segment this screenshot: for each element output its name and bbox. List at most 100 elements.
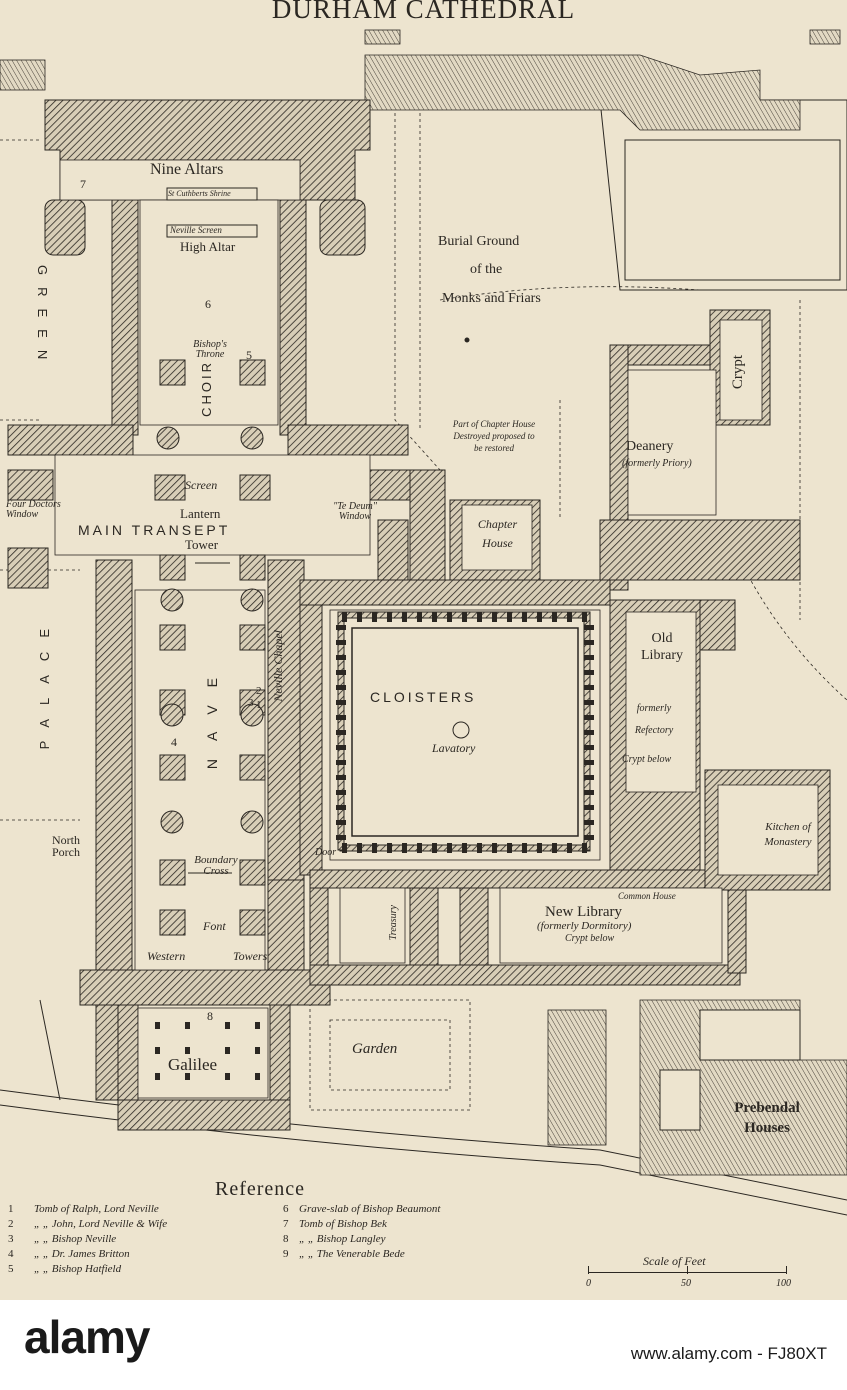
cloister-pier xyxy=(477,843,482,853)
label-nine-altars: Nine Altars xyxy=(150,161,224,178)
label-tower: Tower xyxy=(185,537,219,552)
cloister-pier xyxy=(522,843,527,853)
label-ref-4: 4 xyxy=(171,735,177,749)
cloister-pier xyxy=(336,775,346,780)
cloister-pier xyxy=(552,612,557,622)
cloister-pier xyxy=(584,790,594,795)
cloister-pier xyxy=(584,625,594,630)
cloister-pier xyxy=(357,843,362,853)
cloister-pier xyxy=(522,612,527,622)
scale-label: 0 xyxy=(586,1278,591,1289)
cloister-pier xyxy=(336,760,346,765)
cloister-pier xyxy=(372,843,377,853)
label-crypt: Crypt xyxy=(730,355,746,390)
scale-of-feet: Scale of Feet 0 50 100 xyxy=(583,1254,793,1294)
label-door: Door xyxy=(315,847,337,858)
cloister-pier xyxy=(387,843,392,853)
label-ref-3: 3 xyxy=(248,697,254,709)
cloister-pier xyxy=(582,612,587,622)
label-new-library: New Library xyxy=(545,904,623,920)
cloister-pier xyxy=(387,612,392,622)
cloister-pier xyxy=(357,612,362,622)
cloister-pier xyxy=(507,843,512,853)
label-western: Western xyxy=(147,949,186,963)
label-ref-8: 8 xyxy=(207,1009,213,1023)
cloister-pier xyxy=(372,612,377,622)
cloister-pier xyxy=(336,700,346,705)
scale-label: 50 xyxy=(681,1278,691,1289)
label-burial-ground-3: Monks and Friars xyxy=(442,291,541,306)
label-old-library-crypt: Crypt below xyxy=(622,754,672,765)
map-sheet: DURHAM CATHEDRAL Nine Altars 7 St Cuthbe… xyxy=(0,0,847,1300)
watermark-url: www.alamy.com - FJ80XT xyxy=(630,1344,827,1363)
watermark-logo: alamy xyxy=(24,1311,150,1363)
cloister-piers xyxy=(336,611,594,853)
cloister-pier xyxy=(584,655,594,660)
reference-item: 8„ „ Bishop Langley xyxy=(283,1233,386,1245)
cloister-pier xyxy=(584,835,594,840)
cloister-pier xyxy=(462,843,467,853)
label-prebendal-houses: Prebendal Houses xyxy=(734,1100,800,1136)
cloister-pier xyxy=(336,670,346,675)
label-treasury: Treasury xyxy=(388,905,399,941)
cathedral-plan xyxy=(0,29,847,1216)
label-nave: NAVE xyxy=(204,660,220,770)
cloister-pier xyxy=(584,640,594,645)
map-title: DURHAM CATHEDRAL xyxy=(271,0,576,24)
cloister-pier xyxy=(336,715,346,720)
label-kitchen: Kitchen of Monastery xyxy=(764,821,812,848)
label-deanery: Deanery xyxy=(626,439,674,454)
cloister-pier xyxy=(336,625,346,630)
cloister-pier xyxy=(336,805,346,810)
cloister-pier xyxy=(336,790,346,795)
label-green: GREEN xyxy=(35,265,50,372)
scale-label: 100 xyxy=(776,1278,791,1289)
cloister-pier xyxy=(584,730,594,735)
cloister-pier xyxy=(492,843,497,853)
label-galilee: Galilee xyxy=(168,1055,218,1074)
watermark-bar: alamy www.alamy.com - FJ80XT xyxy=(0,1300,847,1390)
cloister-pier xyxy=(552,843,557,853)
cloister-pier xyxy=(584,685,594,690)
label-burial-ground-1: Burial Ground xyxy=(438,234,520,249)
label-palace: PALACE xyxy=(37,615,52,750)
label-ref-6: 6 xyxy=(205,297,211,311)
reference-item: 3„ „ Bishop Neville xyxy=(8,1233,117,1245)
cloister-pier xyxy=(584,805,594,810)
label-cloisters: CLOISTERS xyxy=(370,689,477,705)
cloister-pier xyxy=(417,843,422,853)
cloister-pier xyxy=(336,640,346,645)
cloister-pier xyxy=(447,843,452,853)
cloister-pier xyxy=(417,612,422,622)
label-garden: Garden xyxy=(352,1041,398,1057)
cloister-pier xyxy=(402,612,407,622)
label-new-library-crypt: Crypt below xyxy=(565,933,615,944)
cloister-pier xyxy=(507,612,512,622)
reference-item: 4„ „ Dr. James Britton xyxy=(8,1248,130,1260)
label-te-deum-window: "Te Deum" Window xyxy=(333,501,377,522)
label-bishops-throne: Bishop's Throne xyxy=(193,339,227,360)
galilee-piers xyxy=(155,1022,260,1080)
cloister-pier xyxy=(336,655,346,660)
label-towers: Towers xyxy=(233,949,268,963)
label-lavatory: Lavatory xyxy=(432,741,476,755)
cloister-pier xyxy=(567,843,572,853)
label-ref-5: 5 xyxy=(246,348,252,362)
label-common-house: Common House xyxy=(618,891,676,901)
label-choir: CHOIR xyxy=(199,360,214,417)
cloister-pier xyxy=(492,612,497,622)
cloister-pier xyxy=(336,835,346,840)
cloister-pier xyxy=(584,745,594,750)
cloister-pier xyxy=(567,612,572,622)
cloister-pier xyxy=(342,612,347,622)
cloister-pier xyxy=(584,700,594,705)
label-st-cuthberts-shrine: St Cuthberts Shrine xyxy=(168,189,231,198)
cloister-pier xyxy=(582,843,587,853)
reference-item: 2„ „ John, Lord Neville & Wife xyxy=(8,1218,168,1230)
label-new-library-formerly: (formerly Dormitory) xyxy=(537,920,632,932)
